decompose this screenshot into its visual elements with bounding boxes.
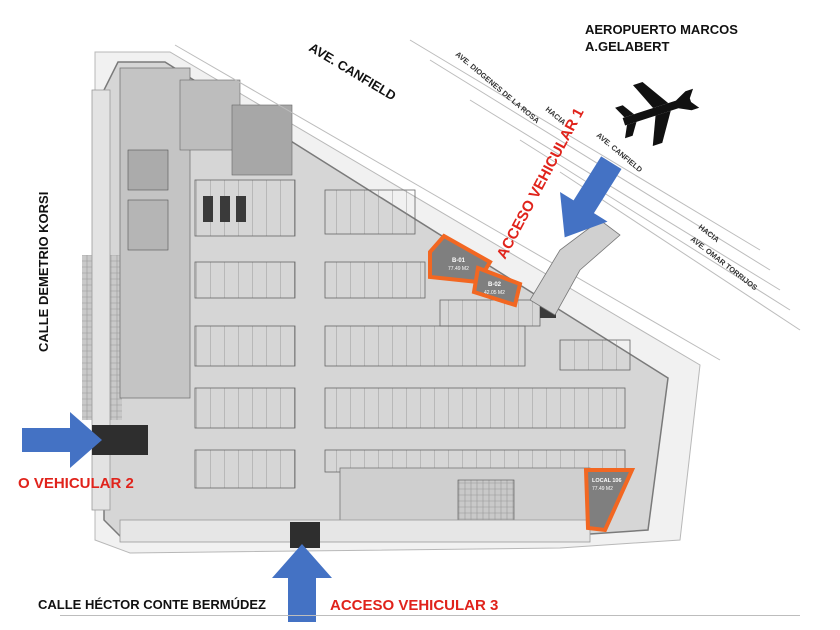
unit-b02-area: 42.05 M2 (484, 290, 505, 296)
unit-b02-outline (471, 265, 523, 308)
access-ramp (529, 219, 621, 316)
airplane-icon (615, 82, 700, 146)
local-106-code: LOCAL 106 (592, 478, 622, 484)
label-acceso-vehicular-2: O VEHICULAR 2 (18, 475, 134, 492)
unit-b01-area: 77.49 M2 (448, 266, 469, 272)
label-calle-hector-conte-bermudez: CALLE HÉCTOR CONTE BERMÚDEZ (38, 597, 266, 612)
arrow-icon-access-1 (560, 156, 622, 238)
parking-rows (194, 179, 631, 489)
unit-b02-code: B-02 (488, 282, 502, 288)
arrow-icon-access-3 (272, 544, 332, 622)
local-106-outline (583, 468, 636, 533)
label-acceso-vehicular-3: ACCESO VEHICULAR 3 (330, 597, 499, 614)
local-106-area: 77.49 M2 (592, 486, 613, 492)
label-calle-demetrio-korsi: CALLE DEMETRIO KORSI (36, 192, 51, 352)
south-sidewalk (119, 519, 591, 543)
label-ave-canfield: AVE. CANFIELD (306, 40, 398, 104)
arrow-icon-access-2 (22, 412, 102, 468)
unit-b01-code: B-01 (452, 258, 466, 264)
label-airport: AEROPUERTO MARCOS (585, 22, 738, 37)
label-ave-dogenes: AVE. DIOGENES DE LA ROSA (454, 50, 542, 126)
bottom-divider (60, 615, 800, 616)
label-airport-line2: A.GELABERT (585, 39, 670, 54)
